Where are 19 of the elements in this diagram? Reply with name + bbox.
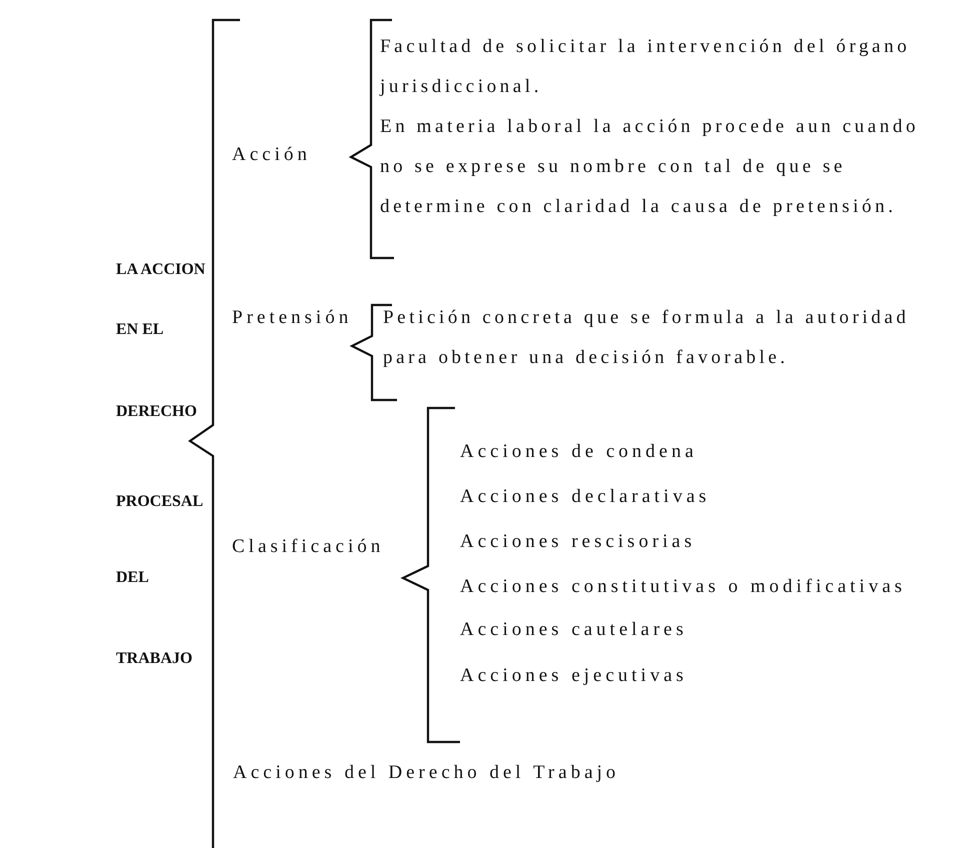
definition-text: Facultad de solicitar la intervención del órgano jurisdiccional. — [380, 35, 912, 99]
list-item-text: Acciones constitutivas o modificativas — [460, 575, 907, 599]
list-item-text: Acciones de condena — [460, 440, 698, 464]
heading-text: DEL — [116, 568, 150, 588]
heading-text: DERECHO — [116, 402, 198, 422]
label-text: Acciones del Derecho del Trabajo — [233, 761, 621, 785]
list-item-text: Acciones ejecutivas — [460, 664, 688, 688]
list-item-text: Acciones declarativas — [460, 485, 712, 509]
heading-text: TRABAJO — [116, 649, 194, 669]
heading-text: LA ACCION — [116, 260, 206, 280]
list-item-text: Acciones cautelares — [460, 618, 688, 642]
definition-text: Petición concreta que se formula a la autoridad para obtener una decisión favorable. — [383, 306, 910, 370]
label-text: Clasificación — [232, 535, 386, 559]
heading-text: PROCESAL — [116, 492, 204, 512]
list-item-text: Acciones rescisorias — [460, 530, 697, 554]
label-text: Pretensión — [232, 306, 354, 330]
heading-text: EN EL — [116, 320, 165, 340]
label-text: Acción — [232, 143, 312, 167]
definition-text: En materia laboral la acción procede aun cuando no se exprese su nombre con tal de que se determine con claridad la causa de pretensión. — [380, 115, 920, 219]
